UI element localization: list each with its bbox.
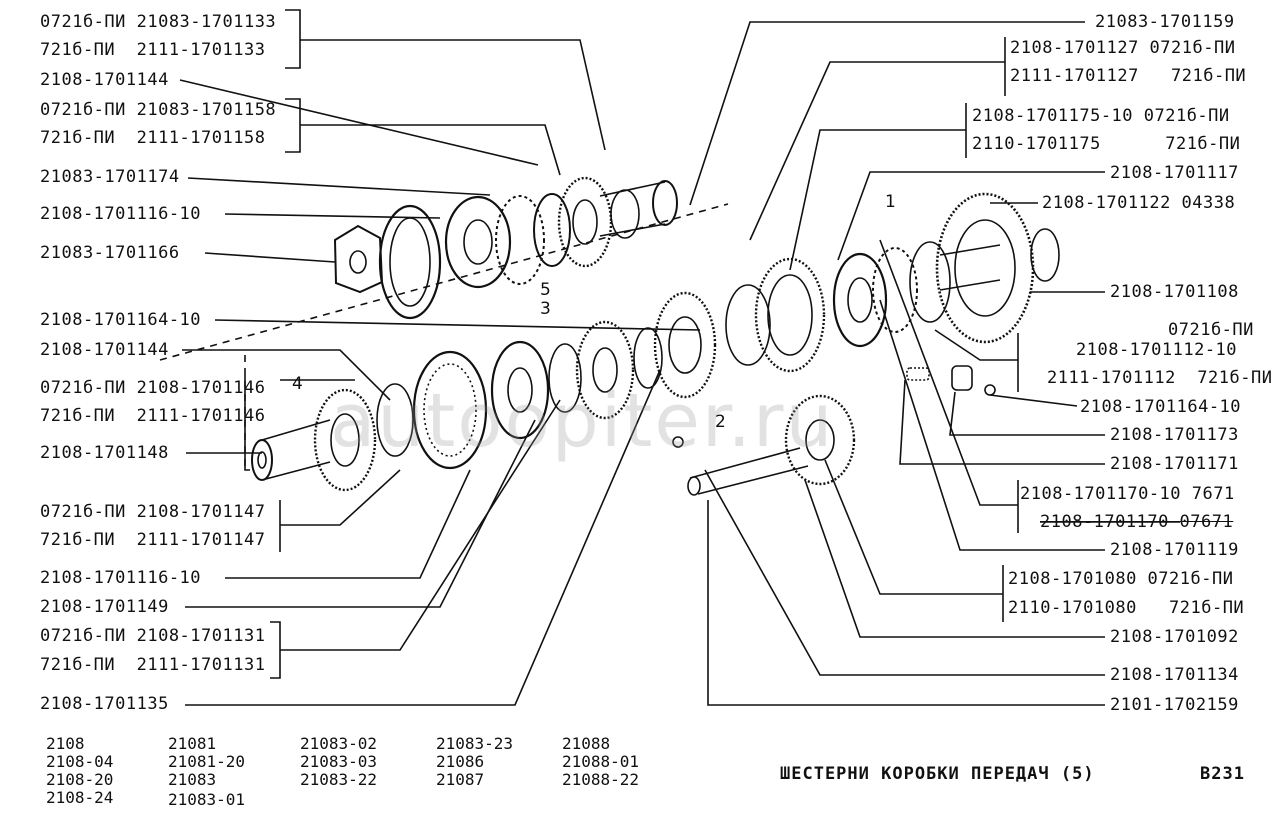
marker-5: 5 (540, 280, 551, 300)
marker-1: 1 (885, 192, 896, 212)
model-col5-2: 21088-01 (562, 752, 640, 771)
label-r-122: 2108-1701122 04338 (1042, 193, 1236, 213)
label-r-pair5-a: 2108-1701080 0721б-ПИ (1008, 569, 1234, 589)
model-col1-1: 2108 (46, 734, 85, 753)
label-pair5-b: 721б-ПИ 2111-1701131 (40, 655, 266, 675)
watermark: autoopiter.ru (330, 378, 835, 464)
model-col2-2: 21081-20 (168, 752, 246, 771)
label-144a: 2108-1701144 (40, 70, 169, 90)
label-r-pair2-b: 2110-1701175 721б-ПИ (972, 134, 1241, 154)
label-r-pair5-b: 2110-1701080 721б-ПИ (1008, 598, 1245, 618)
label-pair4-a: 0721б-ПИ 2108-1701147 (40, 502, 266, 522)
label-pair5-a: 0721б-ПИ 2108-1701131 (40, 626, 266, 646)
model-col3-1: 21083-02 (300, 734, 378, 753)
label-r-pair1-a: 2108-1701127 0721б-ПИ (1010, 38, 1236, 58)
marker-4: 4 (292, 374, 303, 394)
model-col2-1: 21081 (168, 734, 217, 753)
model-col5-1: 21088 (562, 734, 611, 753)
label-pair3-b: 721б-ПИ 2111-1701146 (40, 406, 266, 426)
label-148: 2108-1701148 (40, 443, 169, 463)
model-col3-2: 21083-03 (300, 752, 378, 771)
page-code: B231 (1200, 764, 1245, 784)
label-r-092: 2108-1701092 (1110, 627, 1239, 647)
label-r-119: 2108-1701119 (1110, 540, 1239, 560)
model-col1-2: 2108-04 (46, 752, 114, 771)
label-pair1-a: 0721б-ПИ 21083-1701133 (40, 12, 277, 32)
label-r-134: 2108-1701134 (1110, 665, 1239, 685)
label-r-108: 2108-1701108 (1110, 282, 1239, 302)
label-116-10a: 2108-1701116-10 (40, 204, 202, 224)
label-r-117: 2108-1701117 (1110, 163, 1239, 183)
output-shaft-assembly (832, 192, 1060, 396)
label-r-159: 21083-1701159 (1095, 12, 1235, 32)
label-pair4-b: 721б-ПИ 2111-1701147 (40, 530, 266, 550)
page-title: ШЕСТЕРНИ КОРОБКИ ПЕРЕДАЧ (5) (780, 764, 1095, 784)
model-col2-3: 21083 (168, 770, 217, 789)
lower-shaft-assembly (251, 257, 826, 492)
label-144b: 2108-1701144 (40, 340, 169, 360)
label-pair2-b: 721б-ПИ 2111-1701158 (40, 128, 266, 148)
label-r-pair3-c: 2111-1701112 721б-ПИ (1047, 368, 1272, 388)
label-pair3-a: 0721б-ПИ 2108-1701146 (40, 378, 266, 398)
model-col4-3: 21087 (436, 770, 485, 789)
label-r-pair2-a: 2108-1701175-10 0721б-ПИ (972, 106, 1230, 126)
reverse-idler (672, 394, 856, 496)
label-pair2-a: 0721б-ПИ 21083-1701158 (40, 100, 277, 120)
label-r-pair1-b: 2111-1701127 721б-ПИ (1010, 66, 1247, 86)
label-r-pair3-b: 2108-1701112-10 (1076, 340, 1238, 360)
model-col5-3: 21088-22 (562, 770, 640, 789)
label-r-173: 2108-1701173 (1110, 425, 1239, 445)
model-col4-2: 21086 (436, 752, 485, 771)
marker-2: 2 (715, 412, 726, 432)
label-r-171: 2108-1701171 (1110, 454, 1239, 474)
label-pair1-b: 721б-ПИ 2111-1701133 (40, 40, 266, 60)
marker-3: 3 (540, 299, 551, 319)
label-r-164-10: 2108-1701164-10 (1080, 397, 1242, 417)
label-164-10a: 2108-1701164-10 (40, 310, 202, 330)
label-r-pair4-a: 2108-1701170-10 7671 (1020, 484, 1235, 504)
label-166: 21083-1701166 (40, 243, 180, 263)
label-r-pair3-a: 0721б-ПИ (1168, 320, 1254, 340)
label-135: 2108-1701135 (40, 694, 169, 714)
model-col1-4: 2108-24 (46, 788, 114, 807)
label-174: 21083-1701174 (40, 167, 180, 187)
upper-shaft-assembly (333, 176, 678, 320)
model-col1-3: 2108-20 (46, 770, 114, 789)
label-149: 2108-1701149 (40, 597, 169, 617)
label-r-159b: 2101-1702159 (1110, 695, 1239, 715)
model-col4-1: 21083-23 (436, 734, 514, 753)
label-116-10b: 2108-1701116-10 (40, 568, 202, 588)
label-r-pair4-b: 2108-1701170 07671 (1040, 512, 1234, 532)
model-col2-4: 21083-01 (168, 790, 246, 809)
model-col3-3: 21083-22 (300, 770, 378, 789)
